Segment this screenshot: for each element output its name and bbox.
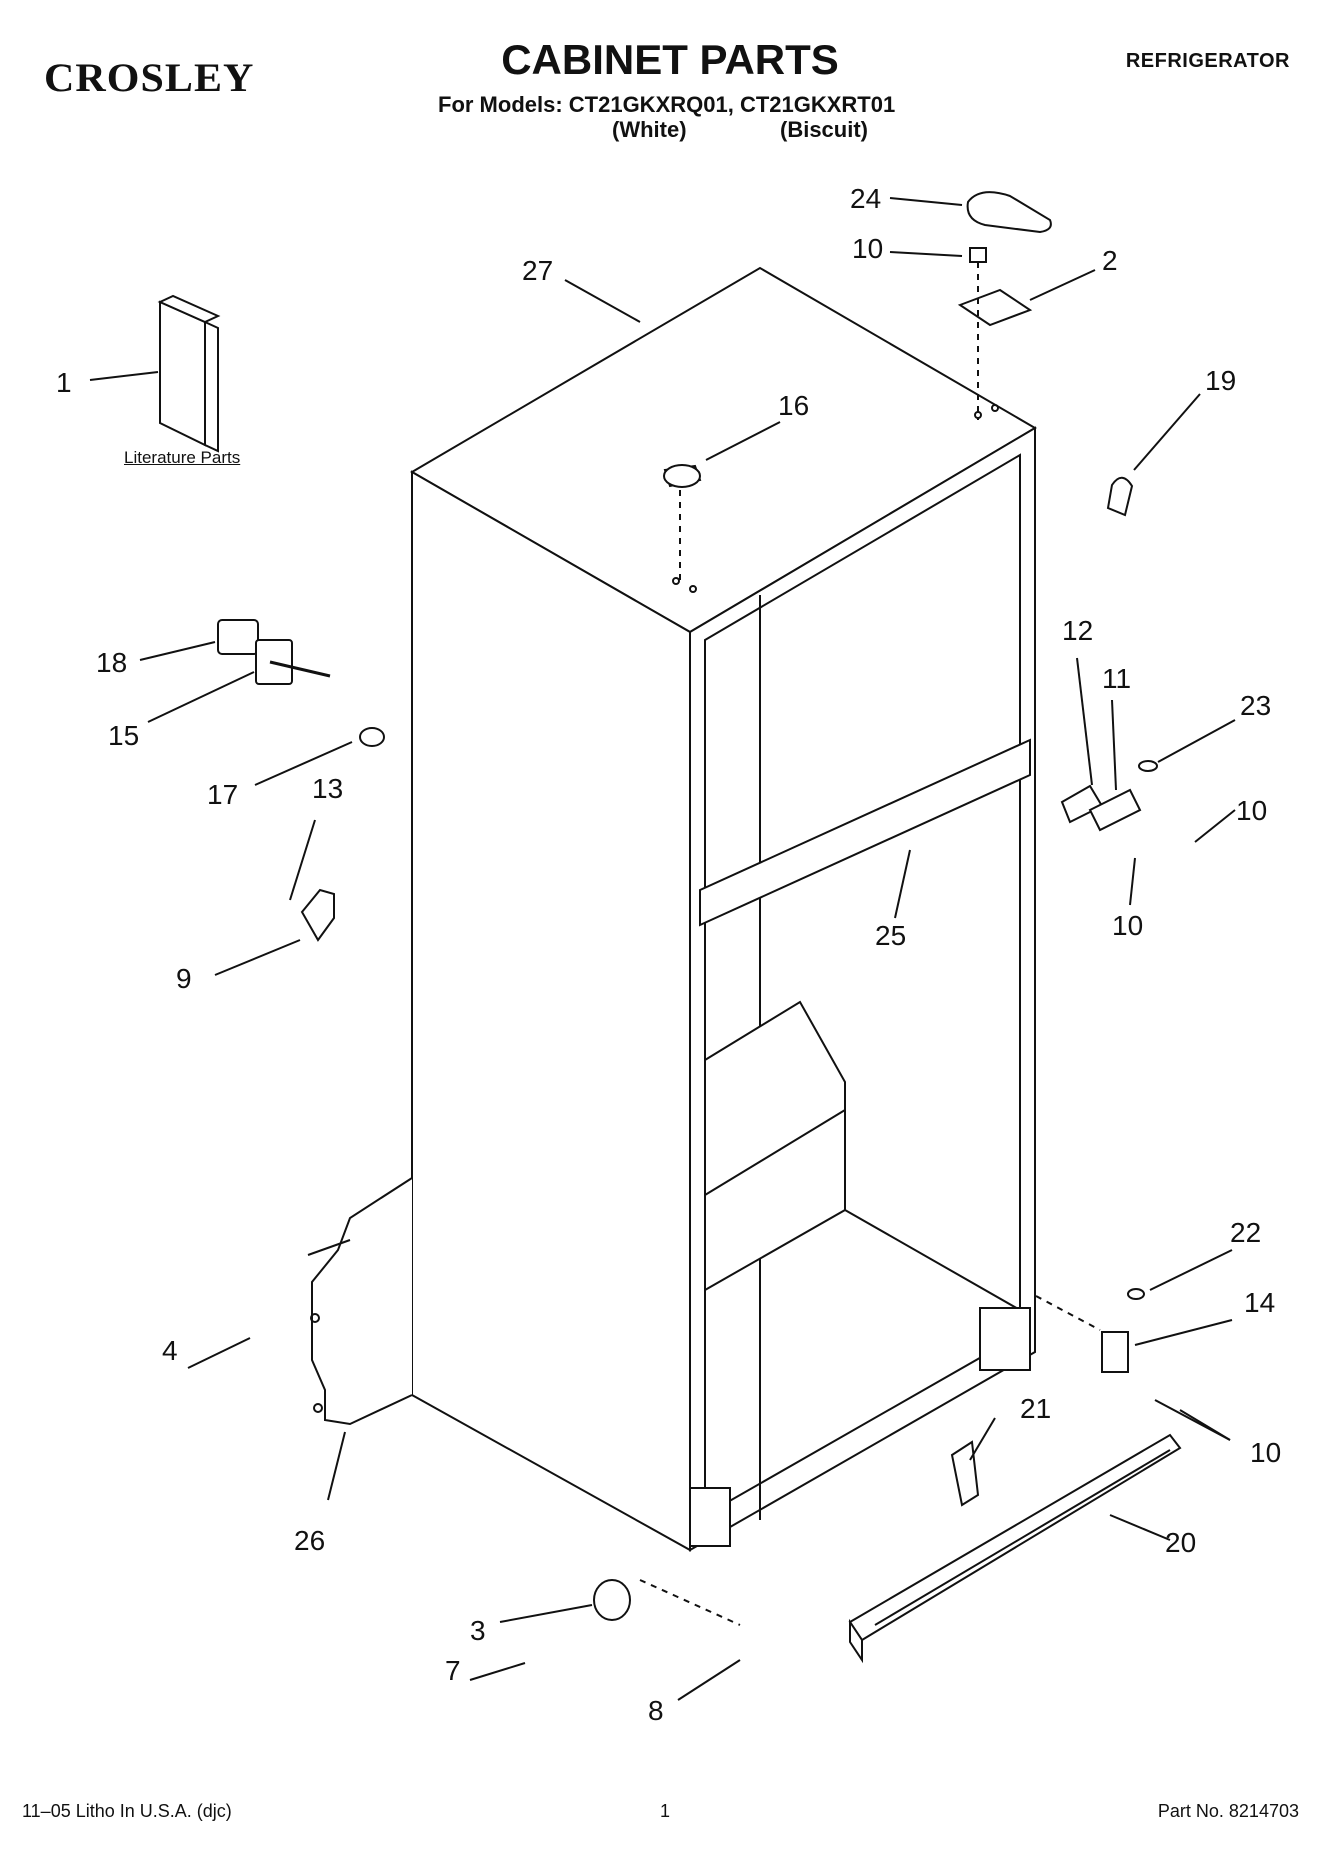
leader-lines — [89, 197, 1236, 1701]
callout-11: 11 — [1102, 663, 1131, 694]
callout-10-hinge-below: 10 — [1112, 910, 1143, 941]
callout-1: 1 — [56, 367, 72, 398]
footer-part-number: Part No. 8214703 — [1157, 1801, 1299, 1821]
callout-8: 8 — [648, 1695, 664, 1726]
brand-logo: CROSLEY — [44, 55, 255, 100]
callout-21: 21 — [1020, 1393, 1051, 1424]
callout-9: 9 — [176, 963, 192, 994]
callout-7: 7 — [445, 1655, 461, 1686]
callout-16: 16 — [778, 390, 809, 421]
callout-18: 18 — [96, 647, 127, 678]
models-line: For Models: CT21GKXRQ01, CT21GKXRT01 — [438, 92, 896, 117]
page-title: CABINET PARTS — [501, 36, 839, 83]
literature-parts-label: Literature Parts — [124, 448, 241, 467]
callout-10-hinge-right: 10 — [1236, 795, 1267, 826]
toe-grille — [848, 1433, 1182, 1664]
callout-25: 25 — [875, 920, 906, 951]
callout-4: 4 — [162, 1335, 178, 1366]
callout-20: 20 — [1165, 1527, 1196, 1558]
variant-biscuit: (Biscuit) — [780, 117, 868, 142]
callout-27: 27 — [522, 255, 553, 286]
callout-10-bottom: 10 — [1250, 1437, 1281, 1468]
small-parts — [217, 191, 1158, 1626]
callout-3: 3 — [470, 1615, 486, 1646]
category-label: REFRIGERATOR — [1125, 50, 1290, 72]
footer-page-number: 1 — [660, 1801, 671, 1821]
callout-14: 14 — [1244, 1287, 1275, 1318]
callout-19: 19 — [1205, 365, 1236, 396]
callout-2: 2 — [1102, 245, 1118, 276]
callout-22: 22 — [1230, 1217, 1261, 1248]
footer-print-info: 11–05 Litho In U.S.A. (djc) — [22, 1801, 232, 1821]
callout-12: 12 — [1062, 615, 1093, 646]
literature-booklet — [157, 294, 221, 453]
callout-26: 26 — [294, 1525, 325, 1556]
callout-13: 13 — [312, 773, 343, 804]
callout-15: 15 — [108, 720, 139, 751]
callout-24: 24 — [850, 183, 881, 214]
cabinet-body — [410, 266, 1037, 1552]
callout-numbers: 1 2 3 4 7 8 9 10 10 10 10 11 12 13 14 15… — [56, 183, 1281, 1726]
variant-white: (White) — [612, 117, 687, 142]
callout-17: 17 — [207, 779, 238, 810]
callout-23: 23 — [1240, 690, 1271, 721]
callout-10-top: 10 — [852, 233, 883, 264]
rear-access-panel — [307, 1177, 413, 1426]
